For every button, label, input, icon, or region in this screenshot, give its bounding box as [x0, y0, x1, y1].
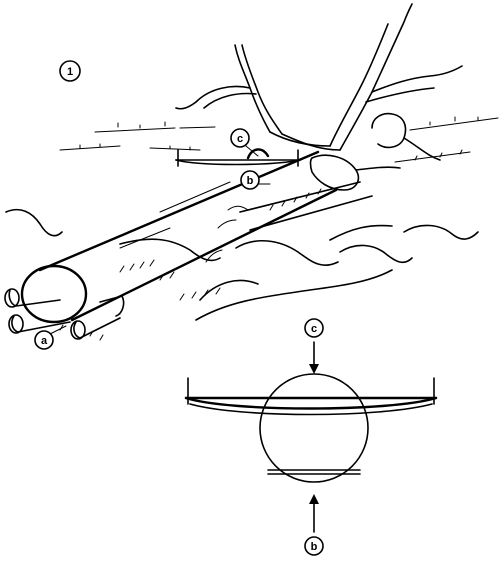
callout-a: a: [34, 330, 54, 350]
callout-b: b: [240, 170, 260, 190]
skid-poles: [4, 288, 125, 340]
callout-b-label: b: [247, 175, 254, 187]
figure-number: 1: [67, 66, 73, 78]
callout-a-label: a: [41, 335, 48, 347]
rail-log: [239, 181, 373, 231]
tree-stump: [309, 112, 441, 191]
callout-c: c: [230, 128, 250, 148]
callout-c-label: c: [237, 133, 243, 145]
detail-callout-b: b: [304, 536, 324, 556]
detail-callout-c: c: [304, 318, 324, 338]
log: [20, 150, 338, 324]
ground-bank: [5, 188, 479, 341]
callout-leaders: [49, 145, 271, 335]
figure-number-badge: 1: [59, 60, 81, 82]
detail-callout-c-label: c: [311, 323, 317, 335]
saw-in-scene: [175, 148, 301, 167]
detail-arrows: [309, 341, 319, 533]
detail-callout-b-label: b: [311, 541, 318, 553]
tree-branches: [175, 3, 463, 151]
ground-hatching: [59, 116, 499, 163]
saw-detail: [184, 373, 438, 483]
